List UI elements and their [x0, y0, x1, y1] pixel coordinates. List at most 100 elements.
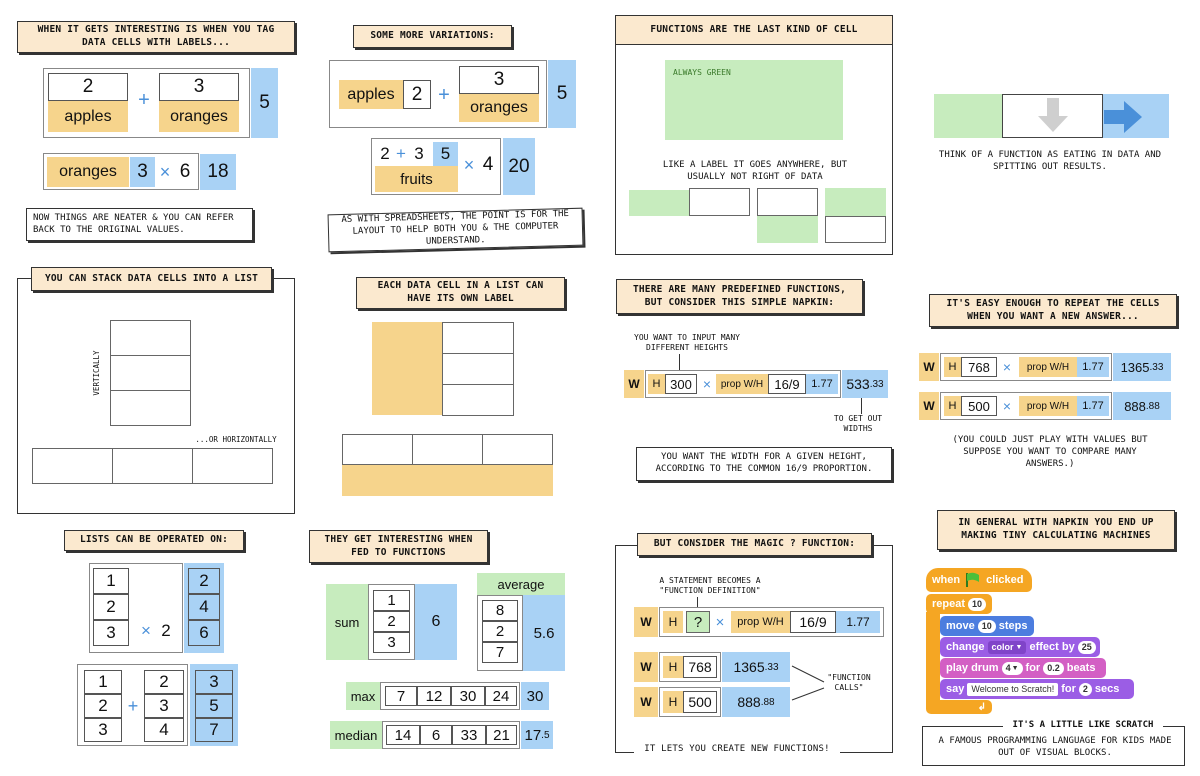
- p9-a-2: 2: [93, 594, 129, 620]
- scratch-change-text: change: [946, 641, 985, 653]
- p8-r2-main: 888: [1124, 398, 1146, 414]
- p2-inner-b: 3: [409, 142, 429, 166]
- p2-inner-plus: +: [396, 144, 406, 163]
- p9-r2-frame: [190, 664, 238, 746]
- p10-max-label: max: [346, 682, 380, 710]
- p6-vcell-3: [442, 384, 514, 416]
- p1-row2-factor: 6: [175, 158, 195, 186]
- p11-c1-dec: .33: [764, 661, 779, 673]
- p8-r1-h-value: 768: [961, 357, 997, 377]
- p7-h-value: 300: [665, 374, 697, 394]
- p2-factor: 4: [478, 152, 498, 178]
- p10-median-3: 33: [452, 725, 486, 745]
- p9-b1-1: 1: [84, 670, 122, 694]
- p11-c1-h: H: [663, 656, 683, 678]
- p6-vlabel-2: [372, 353, 442, 384]
- p10-caption: THEY GET INTERESTING WHEN FED TO FUNCTIO…: [309, 530, 488, 563]
- p1-apples-value: 2: [48, 73, 128, 101]
- scratch-change-effect: change color▼ effect by 25: [940, 637, 1100, 657]
- scratch-for-text: for: [1025, 662, 1041, 674]
- p2-apples-value: 2: [403, 80, 431, 109]
- p2-note: AS WITH SPREADSHEETS, THE POINT IS FOR T…: [327, 207, 584, 253]
- p7-note-out: TO GET OUT WIDTHS: [833, 413, 883, 433]
- scratch-say-input[interactable]: Welcome to Scratch!: [967, 682, 1059, 696]
- p10-avg-result: 5.6: [523, 595, 565, 671]
- p7-input-pointer: [679, 354, 680, 374]
- p9-a-3: 3: [93, 620, 129, 646]
- p8-caption: IT'S EASY ENOUGH TO REPEAT THE CELLS WHE…: [929, 294, 1177, 327]
- scratch-move-input[interactable]: 10: [977, 619, 996, 633]
- p2-apples-label: apples: [339, 80, 403, 109]
- p12-scratch-title: IT'S A LITTLE LIKE SCRATCH: [1003, 720, 1163, 732]
- p9-b2-3: 4: [144, 718, 184, 742]
- p11-def-w: W: [634, 607, 658, 637]
- p2-result: 20: [503, 138, 535, 195]
- p11-c2-result: 888.88: [722, 687, 790, 717]
- scratch-say: say Welcome to Scratch! for 2 secs: [940, 679, 1134, 699]
- p11-def-ratio-value: 1.77: [836, 611, 880, 633]
- p11-def-ratio: 16/9: [790, 611, 836, 633]
- scratch-say-for-text: for: [1061, 683, 1076, 695]
- p2-oranges-label: oranges: [459, 94, 539, 122]
- p12-scratch-note-frame: [922, 726, 1185, 766]
- p6-hcell-2: [412, 434, 483, 465]
- p2-fruits-label: fruits: [375, 166, 458, 192]
- scratch-secs-text: secs: [1094, 683, 1120, 695]
- scratch-repeat-text: repeat: [932, 598, 966, 610]
- p10-median-result: 17.5: [521, 721, 553, 749]
- p8-r2-h: H: [944, 396, 961, 416]
- scratch-drum-input[interactable]: 4▼: [1001, 661, 1023, 675]
- scratch-beats-input[interactable]: 0.2: [1043, 661, 1064, 675]
- p6-vcell-1: [442, 322, 514, 354]
- p5-hlist-2: [112, 448, 193, 484]
- p11-c2-main: 888: [737, 694, 761, 710]
- p8-r2-result: 888.88: [1113, 392, 1171, 420]
- scratch-effect-input[interactable]: 25: [1077, 640, 1096, 654]
- loop-arrow-icon: ↲: [977, 701, 986, 713]
- p8-r1-ratio: 1.77: [1077, 357, 1109, 377]
- p8-r1-result: 1365.33: [1113, 353, 1171, 381]
- scratch-color-dropdown[interactable]: color▼: [987, 640, 1027, 654]
- p3-green-below: [757, 216, 818, 243]
- p1-caption: WHEN IT GETS INTERESTING IS WHEN YOU TAG…: [17, 21, 295, 53]
- scratch-say-text: say: [946, 683, 965, 695]
- p4-input-data: [934, 94, 1002, 138]
- p2-inner-sum: 5: [433, 142, 458, 166]
- p11-c2-w: W: [634, 687, 658, 717]
- p1-note: NOW THINGS ARE NEATER & YOU CAN REFER BA…: [26, 208, 253, 241]
- p6-hlabel-3: [482, 465, 553, 496]
- scratch-repeat: repeat 10: [926, 594, 992, 614]
- scratch-drum-n: 4: [1005, 663, 1011, 673]
- p1-sum: 5: [251, 68, 278, 138]
- p6-vlabel-3: [372, 384, 442, 415]
- scratch-steps-text: steps: [998, 620, 1028, 632]
- p1-times: ×: [159, 161, 171, 182]
- p7-prop: prop W/H: [716, 374, 768, 394]
- p7-w: W: [624, 370, 644, 398]
- p3-note: LIKE A LABEL IT GOES ANYWHERE, BUT USUAL…: [662, 160, 848, 182]
- p7-note: YOU WANT THE WIDTH FOR A GIVEN HEIGHT, A…: [636, 447, 892, 481]
- p1-apples-label: apples: [48, 101, 128, 132]
- p10-median-1: 14: [386, 725, 420, 745]
- p6-hlabel-1: [342, 465, 412, 496]
- p11-calls-pointers: [791, 665, 825, 701]
- p11-c1-h-value: 768: [683, 656, 717, 678]
- scratch-play-drum: play drum 4▼ for 0.2 beats: [940, 658, 1106, 678]
- p11-def-q: ?: [686, 611, 710, 633]
- scratch-when-text: when: [932, 574, 961, 586]
- p11-def-h: H: [663, 611, 683, 633]
- p10-avg-1: 8: [482, 600, 518, 621]
- p6-hcell-3: [482, 434, 553, 465]
- p6-caption: EACH DATA CELL IN A LIST CAN HAVE ITS OW…: [356, 277, 565, 309]
- p8-r2-prop: prop W/H: [1019, 396, 1077, 416]
- p8-r1-prop: prop W/H: [1019, 357, 1077, 377]
- p8-r2-h-value: 500: [961, 396, 997, 416]
- p1-row2-label: oranges: [47, 157, 129, 187]
- p6-hcell-1: [342, 434, 413, 465]
- scratch-repeat-input[interactable]: 10: [968, 597, 987, 611]
- p9-r-frame: [184, 563, 224, 653]
- p8-r1-dec: .33: [1149, 361, 1164, 373]
- p10-median-main: 17: [524, 726, 542, 744]
- p6-hlabel-2: [412, 465, 482, 496]
- scratch-secs-input[interactable]: 2: [1078, 682, 1092, 696]
